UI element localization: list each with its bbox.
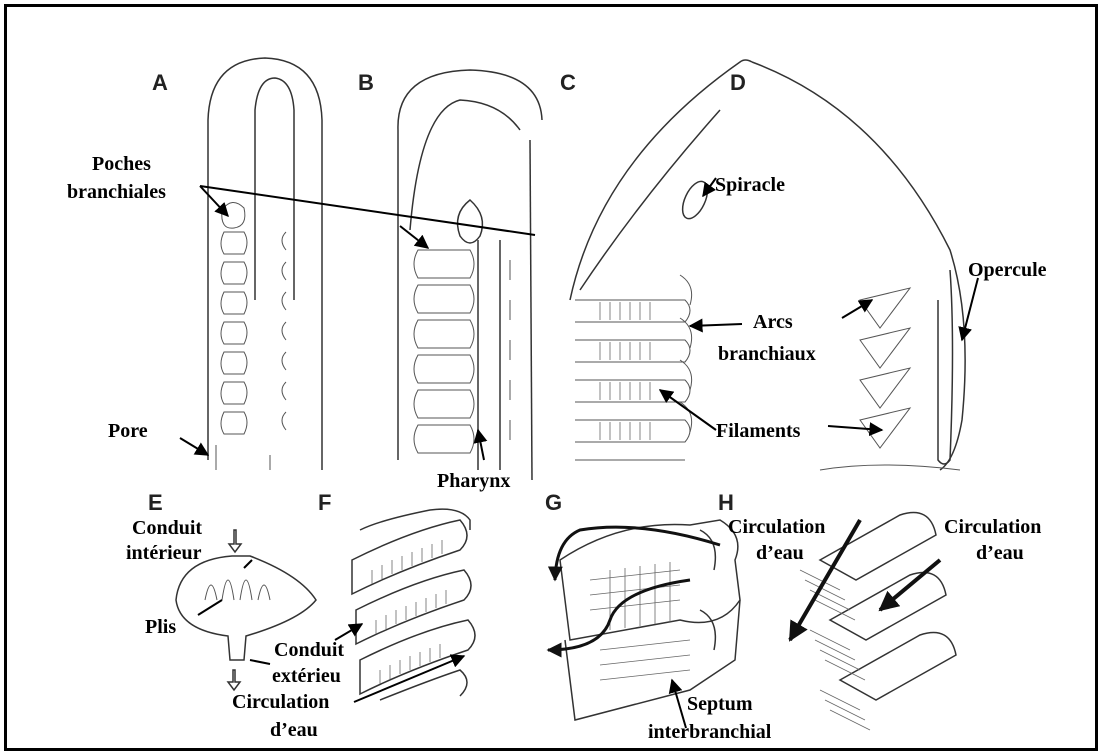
label-plis: Plis <box>145 616 176 638</box>
panel-letter-f: F <box>318 490 331 515</box>
panel-f-drawing <box>352 509 475 700</box>
label-conduit-int-1: Conduit <box>132 517 202 539</box>
label-conduit-ext-1: Conduit <box>274 639 344 661</box>
panel-letter-h: H <box>718 490 734 515</box>
arcs-arrow-c <box>690 324 742 326</box>
label-circ-g-2: d’eau <box>756 542 804 564</box>
arcs-arrow-d <box>842 300 872 318</box>
poches-arrow-a <box>200 186 228 216</box>
conduit-ext-arrow-f <box>335 624 362 640</box>
panel-letter-a: A <box>152 70 168 95</box>
pore-arrow <box>180 438 208 455</box>
label-filaments: Filaments <box>716 420 801 442</box>
label-poches-2: branchiales <box>67 181 166 203</box>
label-septum-2: interbranchial <box>648 721 772 743</box>
panel-h-drawing <box>790 513 956 731</box>
panel-letter-c: C <box>560 70 576 95</box>
label-arcs-2: branchiaux <box>718 343 816 365</box>
panel-letter-d: D <box>730 70 746 95</box>
panel-c-d-drawing <box>570 60 965 470</box>
conduit-ext-line <box>250 660 270 664</box>
label-septum-1: Septum <box>687 693 753 715</box>
panel-a-drawing <box>208 58 322 470</box>
label-conduit-ext-2: extérieu <box>272 665 341 687</box>
label-circ-h-1: Circulation <box>944 516 1041 538</box>
label-circ-g-1: Circulation <box>728 516 825 538</box>
label-circ-f-1: Circulation <box>232 691 329 713</box>
label-conduit-int-2: intérieur <box>126 542 202 564</box>
poches-leader-line <box>200 186 535 235</box>
opercule-arrow <box>962 278 978 340</box>
conduit-int-line <box>244 560 252 568</box>
label-pharynx: Pharynx <box>437 470 510 492</box>
label-arcs-1: Arcs <box>753 311 793 333</box>
label-pore: Pore <box>108 420 148 442</box>
panel-letter-e: E <box>148 490 163 515</box>
panel-letter-b: B <box>358 70 374 95</box>
filaments-arrow-d <box>828 426 882 430</box>
label-opercule: Opercule <box>968 259 1047 281</box>
poches-arrow-b <box>400 226 428 248</box>
plis-line <box>198 600 222 615</box>
panel-g-drawing <box>548 520 740 720</box>
pharynx-arrow <box>478 430 484 460</box>
label-poches-1: Poches <box>92 153 151 175</box>
label-circ-f-2: d’eau <box>270 719 318 741</box>
circulation-f-arrow <box>354 656 464 702</box>
label-circ-h-2: d’eau <box>976 542 1024 564</box>
panel-letter-g: G <box>545 490 562 515</box>
label-spiracle: Spiracle <box>715 174 785 196</box>
panel-b-drawing <box>398 70 542 480</box>
